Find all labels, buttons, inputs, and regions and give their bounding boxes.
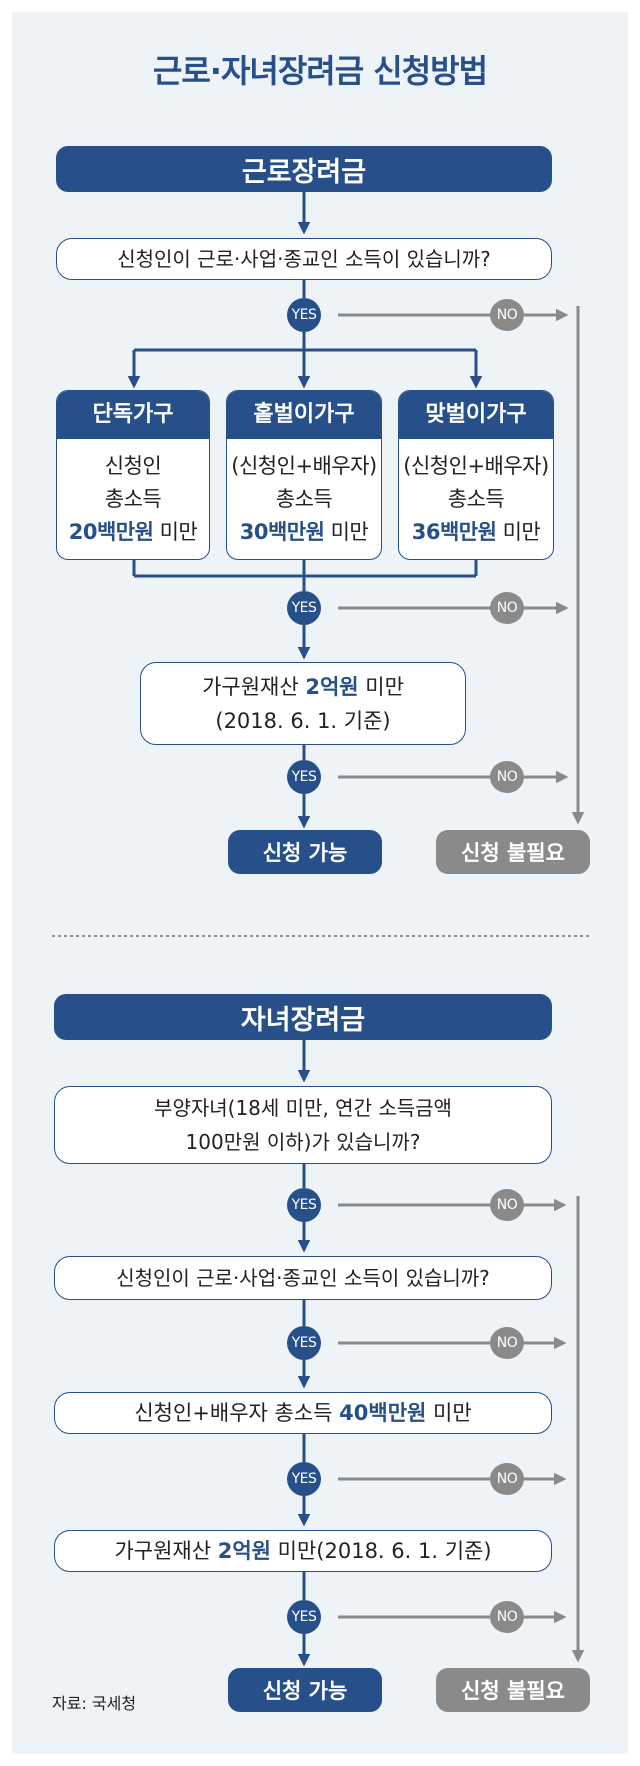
earned-yes-badge-3: YES (287, 760, 321, 794)
earned-income-question-text: 신청인이 근로·사업·종교인 소득이 있습니까? (117, 247, 491, 271)
child-income-question-text: 신청인이 근로·사업·종교인 소득이 있습니까? (116, 1266, 490, 1290)
child-yes-badge-1: YES (287, 1188, 321, 1222)
child-asset-condition: 가구원재산 2억원 미만(2018. 6. 1. 기준) (54, 1530, 552, 1572)
household-single-line1: 신청인 (104, 453, 162, 478)
source-note: 자료: 국세청 (52, 1694, 137, 1713)
household-single-earner-line1: (신청인+배우자) (231, 453, 377, 478)
child-dependent-question-line1: 부양자녀(18세 미만, 연간 소득금액 (154, 1096, 452, 1120)
earned-asset-suffix: 미만 (358, 674, 404, 699)
earned-asset-date: (2018. 6. 1. 기준) (215, 708, 391, 733)
child-yes-badge-3: YES (287, 1462, 321, 1496)
household-dual-earner-line1: (신청인+배우자) (403, 453, 549, 478)
household-single-title: 단독가구 (57, 391, 209, 439)
child-income-amount: 40백만원 (339, 1401, 427, 1425)
child-section-header: 자녀장려금 (54, 994, 552, 1040)
earned-asset-prefix: 가구원재산 (202, 674, 306, 699)
household-single-earner-suffix: 미만 (324, 519, 369, 544)
child-dependent-question-line2: 100만원 이하)가 있습니까? (185, 1130, 421, 1154)
earned-yes-badge-1: YES (287, 298, 321, 332)
child-asset-amount: 2억원 (217, 1539, 271, 1563)
child-income-prefix: 신청인+배우자 총소득 (134, 1401, 340, 1425)
child-yes-badge-2: YES (287, 1326, 321, 1360)
child-asset-suffix: 미만(2018. 6. 1. 기준) (270, 1539, 492, 1563)
child-result-not-needed: 신청 불필요 (436, 1668, 590, 1712)
child-dependent-question: 부양자녀(18세 미만, 연간 소득금액 100만원 이하)가 있습니까? (54, 1086, 552, 1164)
earned-result-not-needed: 신청 불필요 (436, 830, 590, 874)
household-single-amount: 20백만원 (68, 519, 154, 544)
household-single-suffix: 미만 (153, 519, 198, 544)
household-single: 단독가구 신청인 총소득 20백만원 미만 (56, 390, 210, 560)
household-single-earner-title: 홑벌이가구 (227, 391, 381, 439)
household-single-earner: 홑벌이가구 (신청인+배우자) 총소득 30백만원 미만 (226, 390, 382, 560)
child-yes-badge-4: YES (287, 1600, 321, 1634)
child-asset-prefix: 가구원재산 (114, 1539, 218, 1563)
earned-no-badge-2: NO (490, 592, 524, 624)
household-dual-earner-amount: 36백만원 (411, 519, 497, 544)
household-dual-earner-line2: 총소득 (447, 486, 505, 511)
household-single-earner-amount: 30백만원 (239, 519, 325, 544)
background-panel (12, 12, 628, 1754)
earned-asset-amount: 2억원 (305, 674, 359, 699)
household-single-line2: 총소득 (104, 486, 162, 511)
earned-no-badge-1: NO (490, 299, 524, 331)
earned-result-eligible: 신청 가능 (228, 830, 382, 874)
child-no-badge-2: NO (490, 1327, 524, 1359)
earned-yes-badge-2: YES (287, 591, 321, 625)
earned-asset-condition: 가구원재산 2억원 미만 (2018. 6. 1. 기준) (140, 662, 466, 745)
household-dual-earner: 맞벌이가구 (신청인+배우자) 총소득 36백만원 미만 (398, 390, 554, 560)
earned-income-question: 신청인이 근로·사업·종교인 소득이 있습니까? (56, 238, 552, 280)
child-income-condition: 신청인+배우자 총소득 40백만원 미만 (54, 1392, 552, 1434)
child-no-badge-3: NO (490, 1463, 524, 1495)
page-title: 근로·자녀장려금 신청방법 (152, 52, 488, 90)
household-dual-earner-title: 맞벌이가구 (399, 391, 553, 439)
household-dual-earner-suffix: 미만 (496, 519, 541, 544)
child-result-eligible: 신청 가능 (228, 1668, 382, 1712)
child-income-question: 신청인이 근로·사업·종교인 소득이 있습니까? (54, 1256, 552, 1300)
child-income-suffix: 미만 (426, 1401, 472, 1425)
household-single-earner-line2: 총소득 (275, 486, 333, 511)
earned-no-badge-3: NO (490, 761, 524, 793)
child-no-badge-4: NO (490, 1601, 524, 1633)
child-no-badge-1: NO (490, 1189, 524, 1221)
earned-section-header: 근로장려금 (56, 146, 552, 192)
